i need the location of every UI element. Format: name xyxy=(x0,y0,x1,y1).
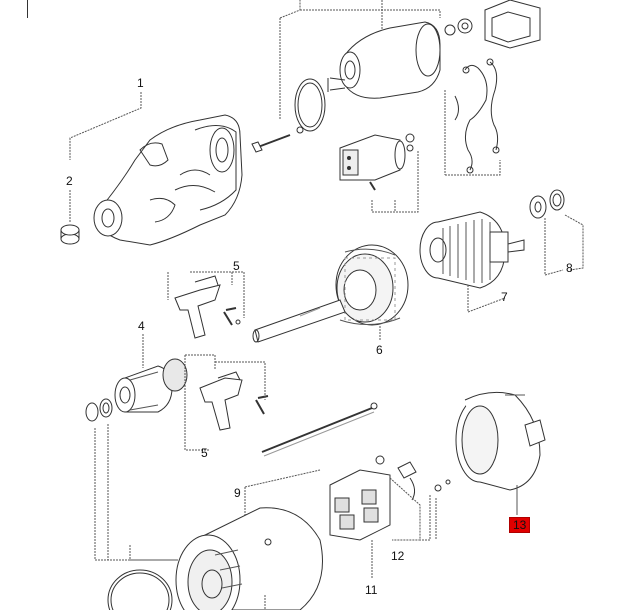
callout-11[interactable]: 11 xyxy=(365,583,378,597)
pinion-drive[interactable] xyxy=(114,358,188,413)
callout-12[interactable]: 12 xyxy=(391,549,405,563)
thrust-washers[interactable] xyxy=(529,189,565,219)
callout-6[interactable]: 6 xyxy=(376,343,383,357)
callout-5-upper[interactable]: 5 xyxy=(233,259,240,273)
callout-4[interactable]: 4 xyxy=(138,319,145,333)
field-frame[interactable] xyxy=(175,507,323,610)
through-bolt[interactable] xyxy=(261,402,378,457)
armature[interactable] xyxy=(419,211,525,289)
callout-2[interactable]: 2 xyxy=(66,174,73,188)
armature-shaft[interactable] xyxy=(252,299,346,343)
end-cap[interactable] xyxy=(455,391,546,491)
callout-9[interactable]: 9 xyxy=(234,486,241,500)
stop-ring[interactable] xyxy=(85,398,113,422)
callout-1[interactable]: 1 xyxy=(137,76,144,90)
wire-lead[interactable] xyxy=(454,58,500,174)
frame-edge xyxy=(27,0,28,18)
pole-housing[interactable] xyxy=(335,244,409,326)
plunger[interactable] xyxy=(339,133,415,191)
callout-7[interactable]: 7 xyxy=(501,290,508,304)
solenoid[interactable] xyxy=(327,0,541,99)
drive-end-housing[interactable] xyxy=(93,114,243,246)
gasket-ring[interactable] xyxy=(107,569,173,610)
brush-springs[interactable] xyxy=(397,461,451,501)
shift-lever[interactable] xyxy=(174,275,241,339)
callout-13-selected[interactable]: 13 xyxy=(509,517,531,533)
brush-holder[interactable] xyxy=(329,455,391,541)
shift-lever-lower[interactable] xyxy=(199,371,269,431)
callout-8[interactable]: 8 xyxy=(566,261,573,275)
o-ring[interactable] xyxy=(294,78,326,132)
bushing[interactable] xyxy=(60,224,80,245)
bolt[interactable] xyxy=(251,126,304,153)
callout-5-lower[interactable]: 5 xyxy=(201,446,208,460)
